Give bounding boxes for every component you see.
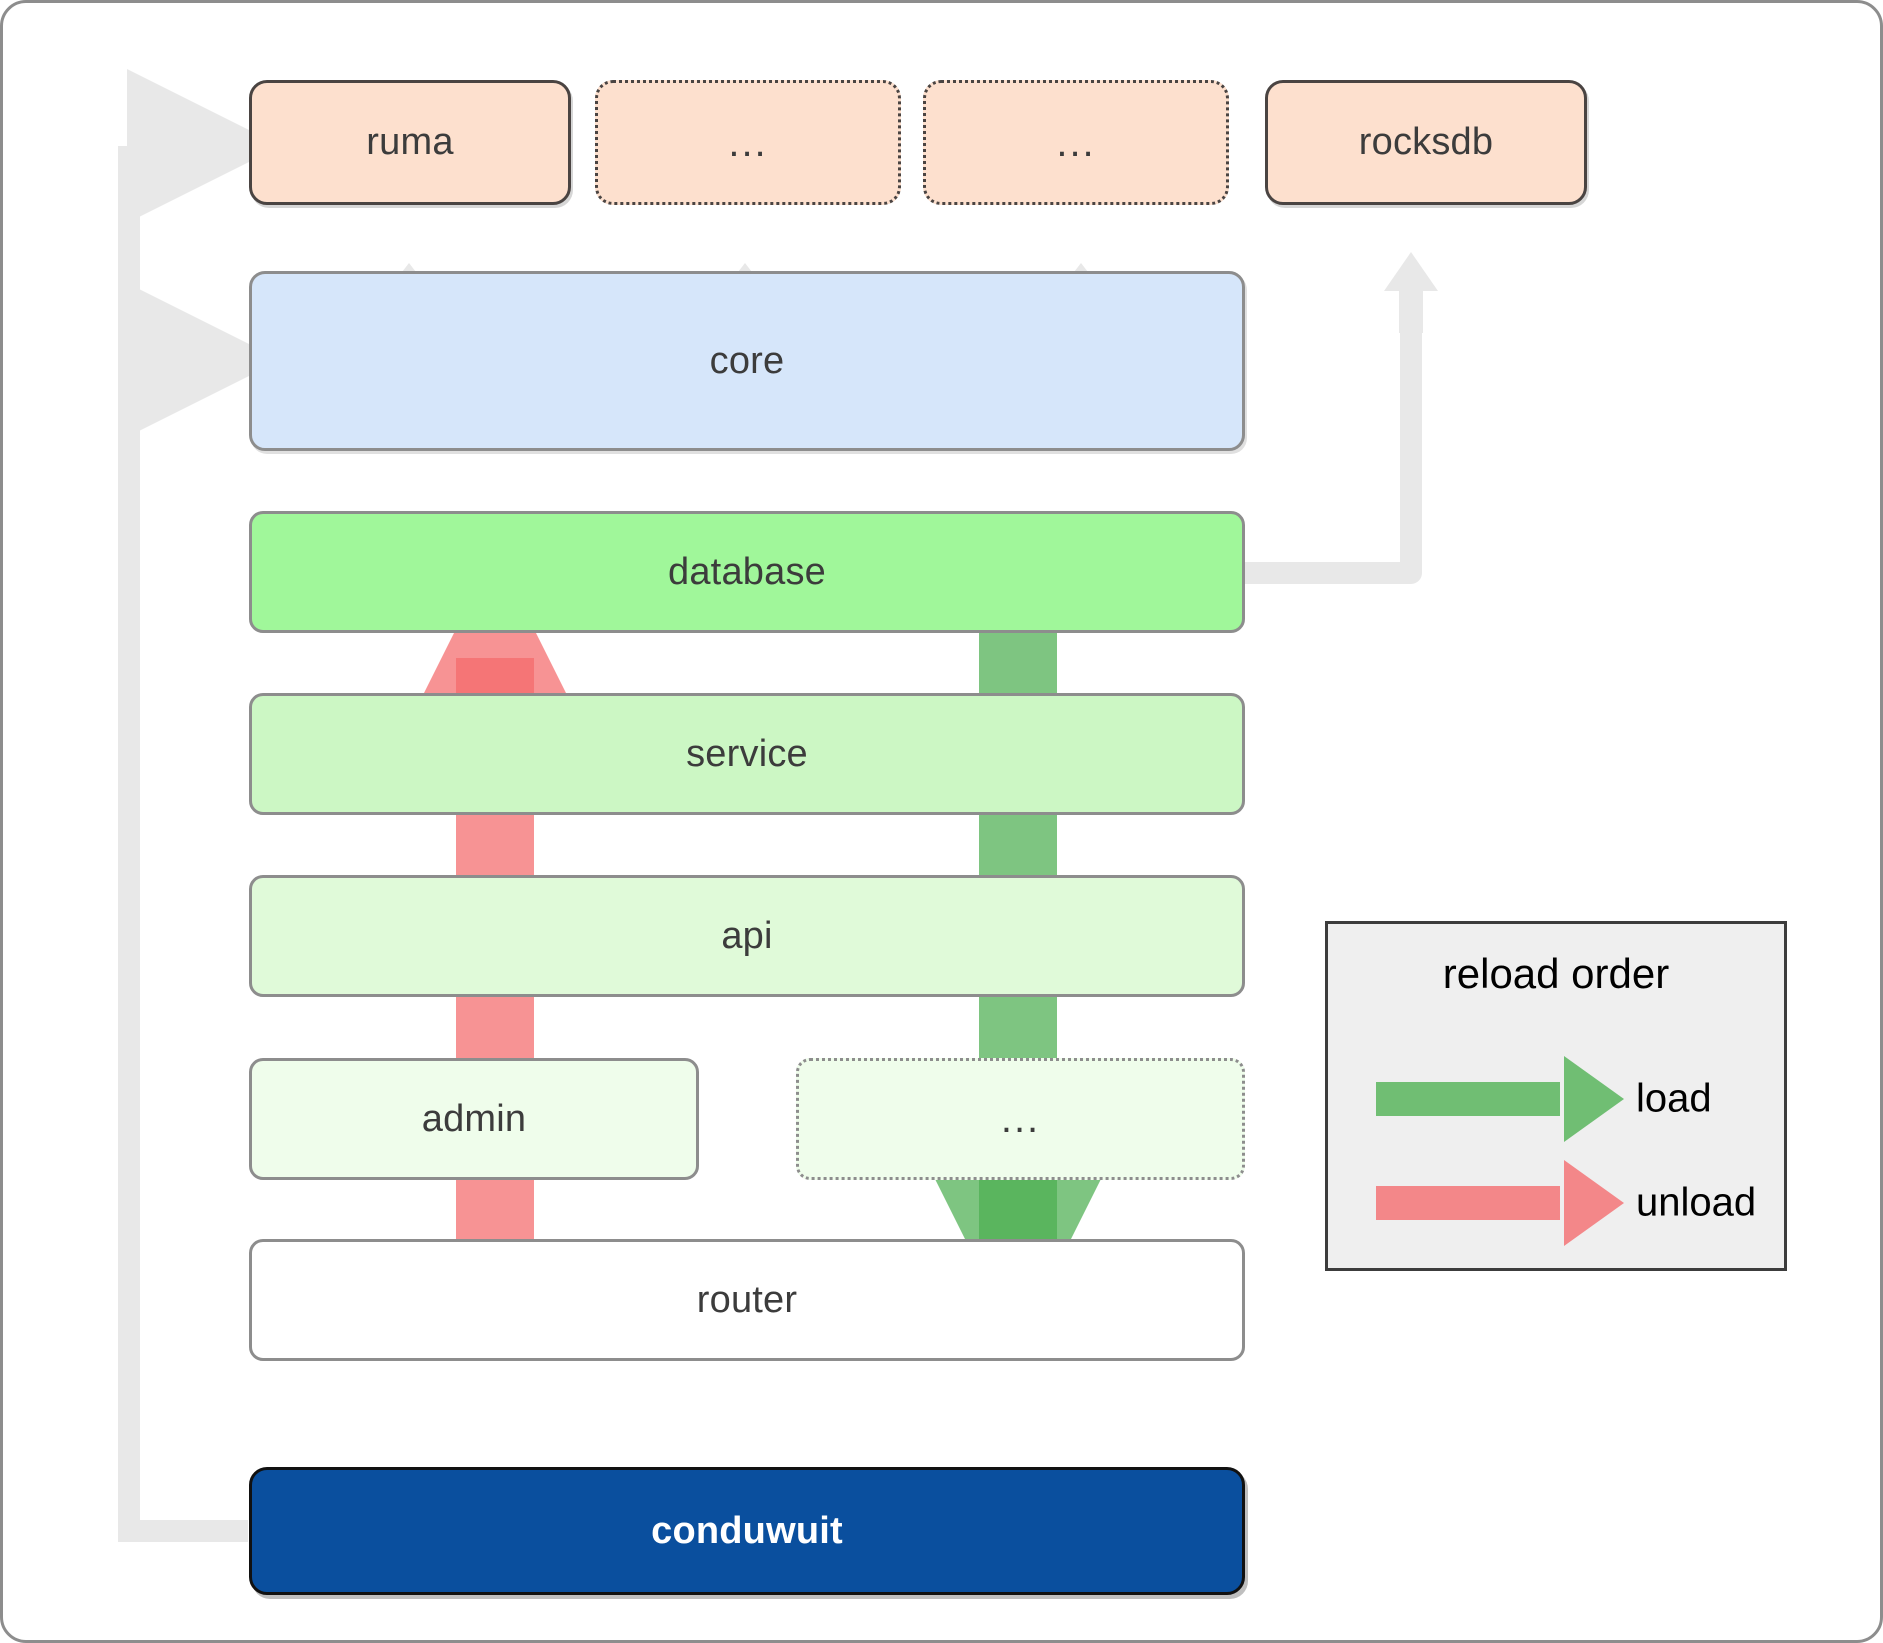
node-admin[interactable]: admin (249, 1058, 699, 1180)
node-database[interactable]: database (249, 511, 1245, 633)
node-service[interactable]: service (249, 693, 1245, 815)
unload-arrow-icon (1376, 1160, 1624, 1246)
node-layer-placeholder[interactable]: ... (796, 1058, 1245, 1180)
node-conduwuit[interactable]: conduwuit (249, 1467, 1245, 1595)
legend-label-unload: unload (1636, 1180, 1757, 1225)
node-dependency-placeholder-1-label: ... (728, 120, 768, 165)
node-dependency-placeholder-2-label: ... (1056, 120, 1096, 165)
node-ruma[interactable]: ruma (249, 80, 571, 205)
node-api[interactable]: api (249, 875, 1245, 997)
load-arrow-icon (1376, 1056, 1624, 1142)
node-service-label: service (686, 732, 808, 775)
node-dependency-placeholder-2[interactable]: ... (923, 80, 1229, 205)
connector-database-to-rocksdb (1245, 252, 1438, 584)
node-api-label: api (721, 914, 773, 957)
node-core[interactable]: core (249, 271, 1245, 451)
node-admin-label: admin (421, 1097, 527, 1140)
node-router-label: router (696, 1278, 798, 1321)
node-dependency-placeholder-1[interactable]: ... (595, 80, 901, 205)
node-ruma-label: ruma (366, 121, 454, 163)
node-core-label: core (709, 339, 785, 382)
node-rocksdb[interactable]: rocksdb (1265, 80, 1587, 205)
legend-row-load: load (1328, 1056, 1784, 1142)
connector-layer (118, 69, 1438, 1542)
node-database-label: database (668, 550, 826, 593)
node-layer-placeholder-label: ... (1000, 1097, 1041, 1141)
legend-row-unload: unload (1328, 1160, 1784, 1246)
legend-reload-order: reload order load unload (1325, 921, 1787, 1271)
node-router[interactable]: router (249, 1239, 1245, 1361)
legend-title: reload order (1442, 950, 1670, 997)
legend-label-load: load (1636, 1076, 1712, 1121)
node-rocksdb-label: rocksdb (1358, 121, 1494, 163)
node-conduwuit-label: conduwuit (651, 1509, 843, 1552)
connector-conduwuit-to-ruma (118, 69, 281, 1542)
